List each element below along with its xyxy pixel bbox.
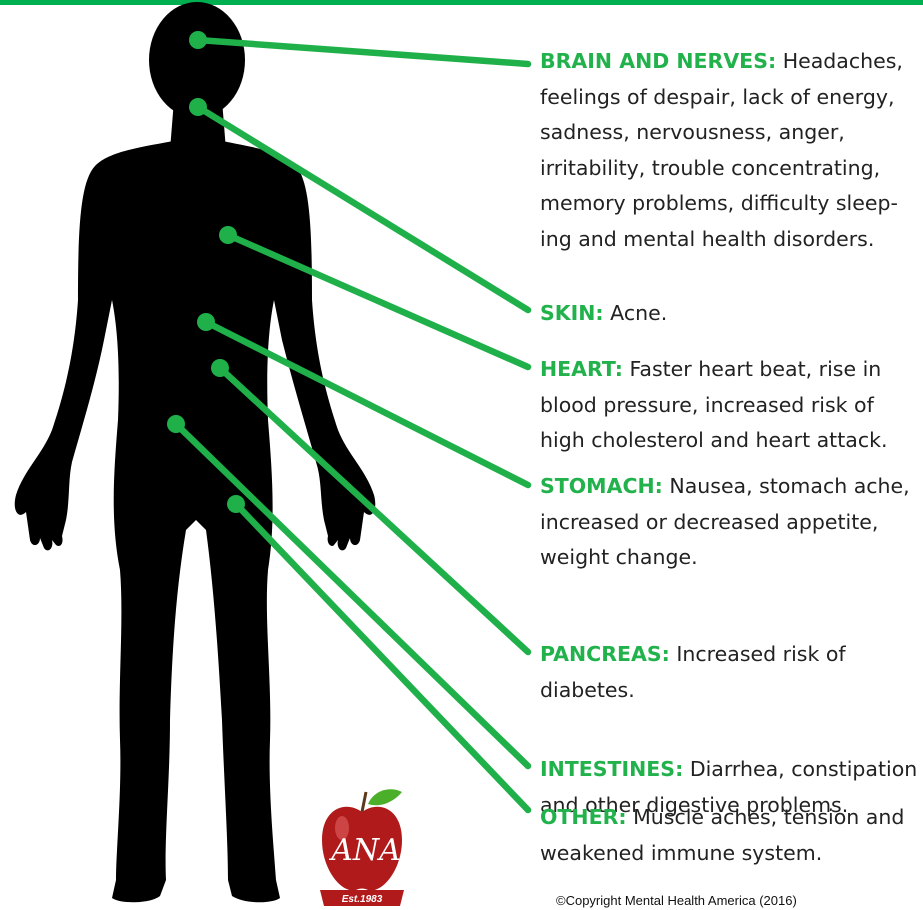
effect-label: OTHER: (540, 805, 627, 829)
effect-stomach: STOMACH: Nausea, stomach ache, increased… (540, 469, 920, 576)
effect-label: INTESTINES: (540, 757, 683, 781)
effect-label: BRAIN AND NERVES: (540, 49, 776, 73)
body-silhouette (15, 2, 376, 902)
dot-other (227, 495, 245, 513)
effect-brain-and-nerves: BRAIN AND NERVES: Headaches, feelings of… (540, 44, 920, 257)
logo-established: Est.1983 (342, 894, 383, 905)
logo-letters: ANA (328, 833, 401, 868)
effect-label: HEART: (540, 357, 623, 381)
dot-pancreas (211, 359, 229, 377)
effect-other: OTHER: Muscle aches, tension and weakene… (540, 800, 920, 871)
effect-skin: SKIN: Acne. (540, 296, 920, 332)
ana-apple-logo: ANA Est.1983 (316, 778, 408, 908)
apple-stem (362, 792, 366, 812)
dot-brain-and-nerves (189, 31, 207, 49)
effect-heart: HEART: Faster heart beat, rise in blood … (540, 352, 920, 459)
effect-label: PANCREAS: (540, 642, 670, 666)
dot-intestines (167, 415, 185, 433)
dot-skin (189, 98, 207, 116)
copyright-text: ©Copyright Mental Health America (2016) (556, 893, 797, 908)
dot-heart (219, 226, 237, 244)
effect-text: Acne. (610, 301, 667, 325)
connector-brain-and-nerves (198, 40, 528, 64)
dot-stomach (197, 313, 215, 331)
effect-text: Headaches, feelings of despair, lack of … (540, 49, 903, 251)
apple-leaf-icon (368, 789, 402, 805)
effect-label: SKIN: (540, 301, 604, 325)
effect-label: STOMACH: (540, 474, 663, 498)
effect-pancreas: PANCREAS: Increased risk of diabetes. (540, 637, 920, 708)
connector-other (236, 504, 528, 810)
